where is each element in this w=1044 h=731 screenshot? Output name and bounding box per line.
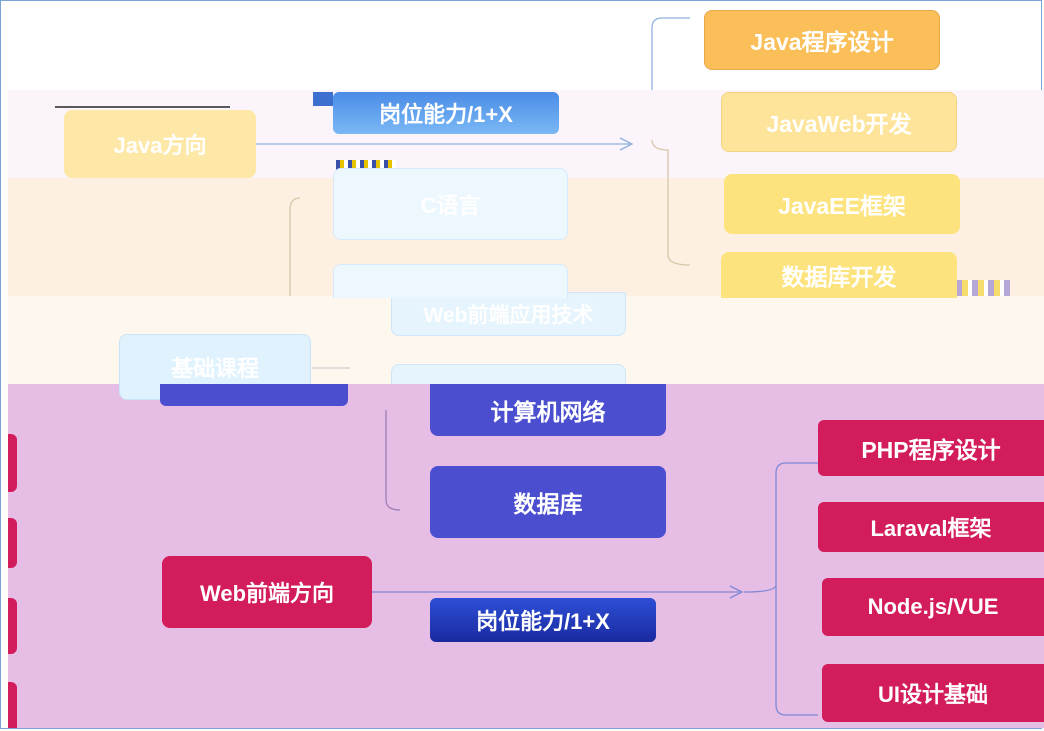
java-child-4: 数据库开发: [721, 252, 957, 298]
base-child-2-label: Web前端应用技术: [423, 304, 594, 327]
web-child-1-label: PHP程序设计: [861, 437, 1001, 463]
web-child-4: UI设计基础: [822, 664, 1044, 722]
web-tag-box: 岗位能力/1+X: [430, 598, 656, 642]
base-child-1: C语言: [333, 168, 568, 240]
web-child-2: Laraval框架: [818, 502, 1044, 552]
base-child-2-top-fragment: [333, 264, 568, 298]
java-tag-label: 岗位能力/1+X: [379, 102, 513, 127]
java-child-3-label: JavaEE框架: [778, 193, 906, 219]
web-child-3-label: Node.js/VUE: [867, 594, 999, 619]
java-child-2-label: JavaWeb开发: [766, 111, 912, 137]
left-stub-2: [8, 518, 17, 568]
base-child-2: Web前端应用技术: [391, 292, 626, 336]
base-root-label: 基础课程: [170, 356, 259, 381]
java-child-4-label: 数据库开发: [781, 264, 897, 290]
base-child-3-top-fragment: [391, 364, 626, 384]
java-child-3: JavaEE框架: [724, 174, 960, 234]
base-root-lower-fragment: [160, 384, 348, 406]
web-child-2-label: Laraval框架: [870, 516, 992, 541]
web-child-1: PHP程序设计: [818, 420, 1044, 476]
left-stub-1: [8, 434, 17, 492]
left-stub-4: [8, 682, 17, 728]
base-child-3: 计算机网络: [430, 384, 666, 436]
java-child-2: JavaWeb开发: [721, 92, 957, 152]
java-root-label: Java方向: [113, 133, 207, 158]
base-child-4-label: 数据库: [513, 491, 583, 517]
java-child-1: Java程序设计: [704, 10, 940, 70]
java-root-node: Java方向: [64, 110, 256, 178]
java-tag-fragment: [313, 92, 333, 106]
web-tag-label: 岗位能力/1+X: [476, 609, 610, 634]
artifact-bar-1: [55, 106, 230, 108]
web-root-node: Web前端方向: [162, 556, 372, 628]
base-child-3-label: 计算机网络: [490, 399, 606, 425]
java-tag-box: 岗位能力/1+X: [333, 92, 559, 134]
web-child-4-label: UI设计基础: [877, 682, 988, 707]
base-child-1-label: C语言: [420, 193, 481, 218]
web-child-3: Node.js/VUE: [822, 578, 1044, 636]
left-stub-3: [8, 598, 17, 654]
base-child-4: 数据库: [430, 466, 666, 538]
web-root-label: Web前端方向: [199, 581, 335, 606]
java-child-1-label: Java程序设计: [750, 29, 894, 55]
